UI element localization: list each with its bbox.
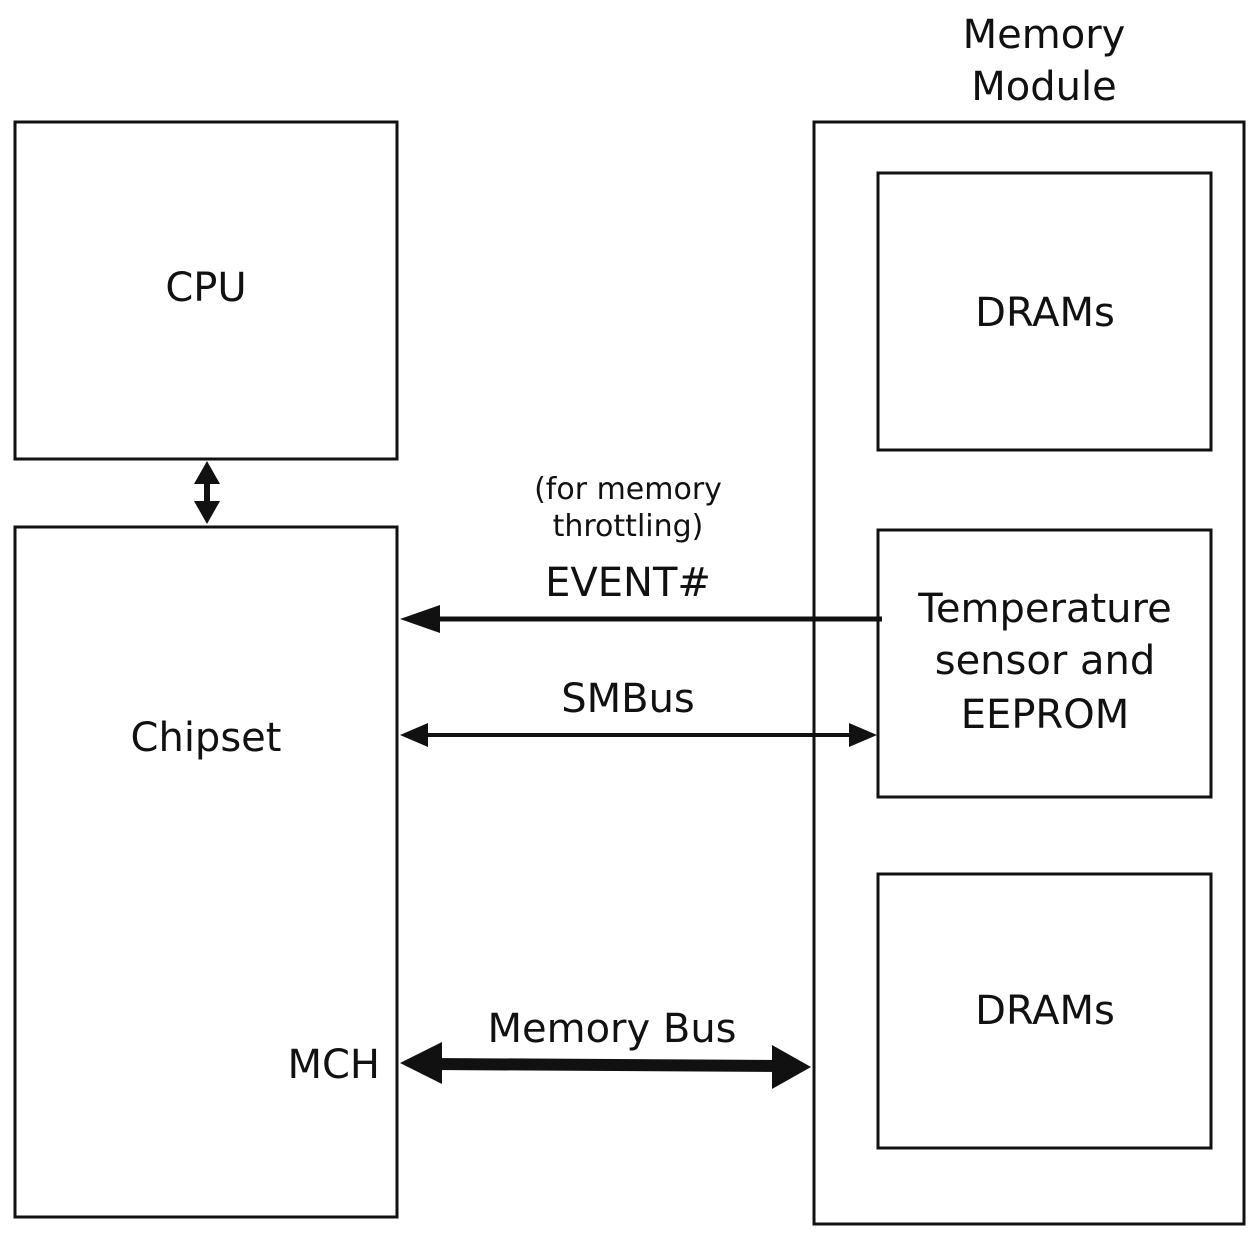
memory-module-title-line2: Module xyxy=(971,64,1116,110)
sensor-label-line1: Temperature xyxy=(917,586,1171,632)
chipset-label: Chipset xyxy=(131,715,282,761)
memory-bus-arrow xyxy=(400,1042,811,1089)
event-signal-label: EVENT# xyxy=(545,560,711,606)
smbus-arrow xyxy=(400,723,877,747)
event-note-line1: (for memory xyxy=(534,472,722,507)
sensor-label-line2: sensor and xyxy=(935,638,1156,684)
dram-top-label: DRAMs xyxy=(975,290,1115,336)
dram-top-block xyxy=(876,171,1213,452)
temperature-sensor-eeprom-block xyxy=(876,528,1213,799)
chipset-block xyxy=(13,525,399,1219)
memory-module-block xyxy=(812,120,1246,1226)
cpu-chipset-link-arrow xyxy=(194,461,220,524)
memory-bus-label: Memory Bus xyxy=(487,1006,736,1052)
memory-module-title-line1: Memory xyxy=(963,12,1126,58)
event-note-line2: throttling) xyxy=(553,509,704,544)
cpu-block xyxy=(13,120,399,461)
dram-bottom-block xyxy=(876,872,1213,1150)
cpu-label: CPU xyxy=(165,265,246,311)
smbus-label: SMBus xyxy=(561,676,695,722)
sensor-label-line3: EEPROM xyxy=(961,692,1129,738)
event-signal-arrow xyxy=(400,605,882,633)
dram-bottom-label: DRAMs xyxy=(975,988,1115,1034)
mch-label: MCH xyxy=(287,1042,380,1088)
